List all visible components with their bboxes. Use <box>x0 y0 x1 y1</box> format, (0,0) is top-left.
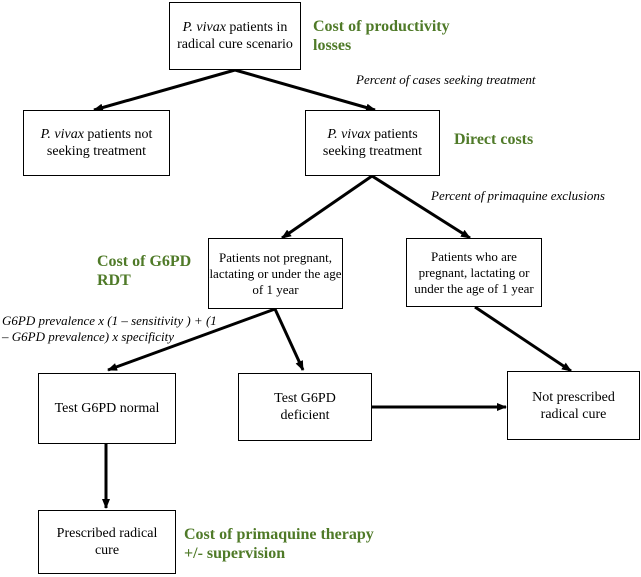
arrow-not-pregnant-to-test-deficient <box>273 308 305 371</box>
arrow-seeking-to-pregnant <box>371 174 471 240</box>
node-pregnant: Patients who are pregnant, lactating or … <box>406 238 542 307</box>
cost-label-g6pd-rdt: Cost of G6PD RDT <box>97 253 192 289</box>
arrow-seeking-to-not-pregnant <box>281 174 373 240</box>
arrow-pregnant-to-not-prescribed <box>474 305 572 373</box>
cost-label-productivity: Cost of productivity losses <box>313 18 450 54</box>
prob-label-primaquine-exclusions: Percent of primaquine exclusions <box>431 188 605 203</box>
prob-label-seeking-treatment: Percent of cases seeking treatment <box>356 72 536 87</box>
node-not-prescribed: Not prescribed radical cure <box>507 371 640 440</box>
prob-label-g6pd-formula: G6PD prevalence x (1 – sensitivity ) + (… <box>2 313 217 344</box>
node-not-seeking: P. vivax patients not seeking treatment <box>23 110 170 176</box>
cost-label-direct: Direct costs <box>454 131 534 148</box>
arrow-root-to-seeking <box>234 68 376 112</box>
node-test-normal: Test G6PD normal <box>38 373 176 444</box>
node-not-pregnant: Patients not pregnant, lactating or unde… <box>208 238 343 309</box>
node-seeking: P. vivax patients seeking treatment <box>305 110 440 176</box>
node-root: P. vivax patients in radical cure scenar… <box>169 2 301 70</box>
cost-label-primaquine: Cost of primaquine therapy +/- supervisi… <box>184 526 374 562</box>
arrow-root-to-not-seeking <box>93 68 236 112</box>
node-test-deficient: Test G6PD deficient <box>238 373 372 441</box>
arrow-not-pregnant-to-test-normal <box>107 307 276 372</box>
node-prescribed: Prescribed radical cure <box>38 510 176 574</box>
